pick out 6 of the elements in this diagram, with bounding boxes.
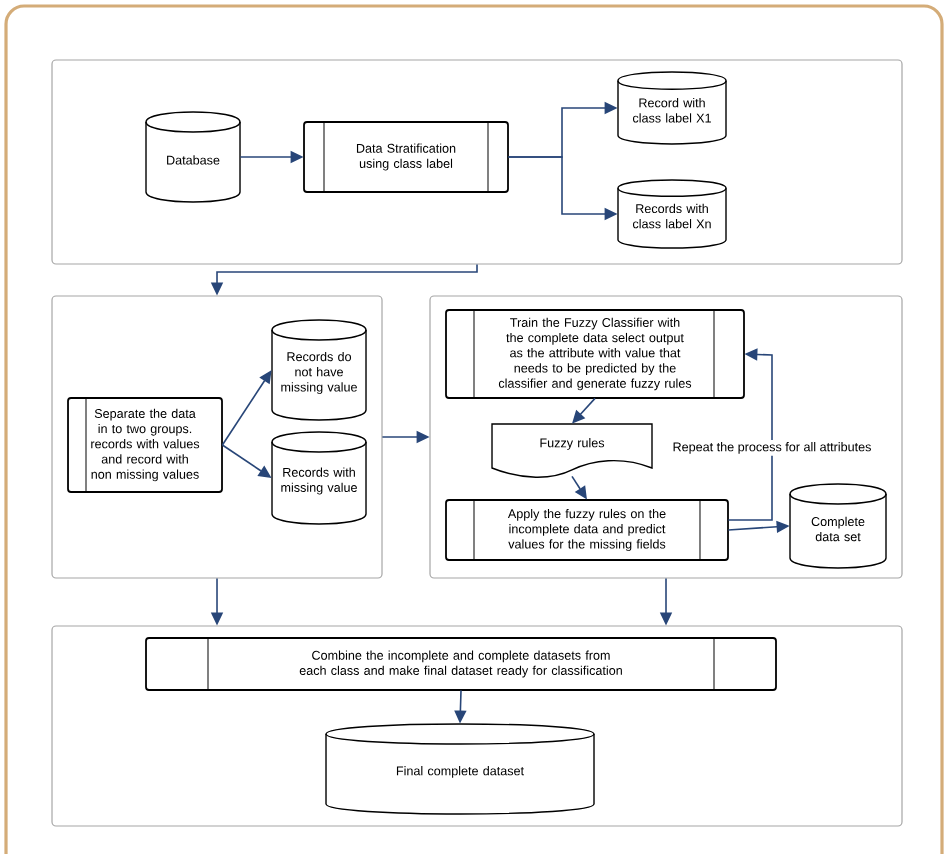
stage-panel	[51, 59, 903, 265]
stage-panel	[51, 625, 903, 827]
stage-panel	[51, 295, 383, 579]
arrow	[727, 348, 773, 521]
stage-panel	[429, 295, 903, 579]
arrow	[221, 370, 272, 446]
